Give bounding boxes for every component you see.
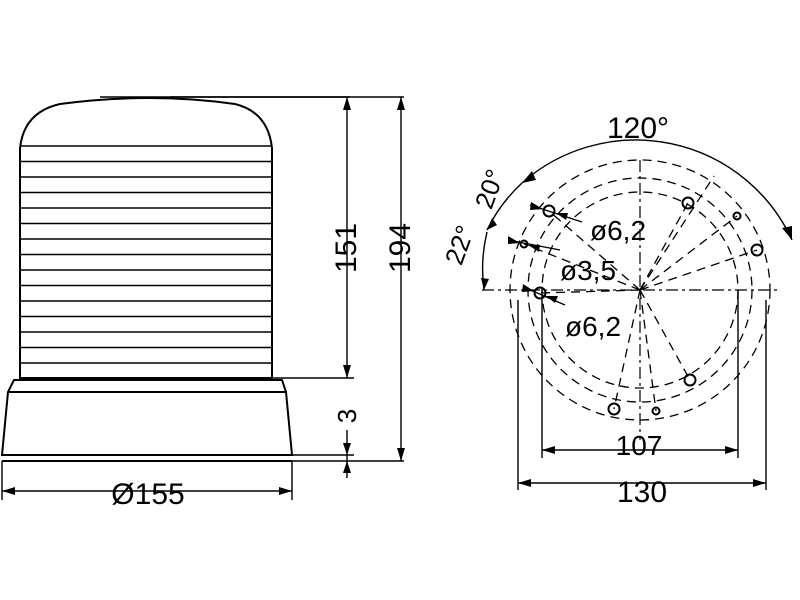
hole-large [681,196,695,210]
lens-dome-outline [19,97,273,379]
dim-label-155: Ø155 [111,478,184,511]
hole-label-6-2-top: ø6,2 [590,215,646,246]
dim-label-151: 151 [330,223,363,273]
hole-small [651,406,661,416]
angle-label-22: 22° [439,221,481,268]
arc-120 [521,139,793,241]
angle-label-120: 120° [607,112,669,145]
dim-label-107: 107 [616,430,663,461]
hole-large [607,402,621,416]
hole-label-3-5: ø3,5 [560,255,616,286]
hole-label-6-2-bottom: ø6,2 [565,311,621,342]
lens-ribs [20,145,272,364]
leader-hole-c [527,288,566,306]
hole-large [533,286,547,300]
hole-large [683,373,697,387]
radial-lines [523,175,758,412]
mounting-holes [519,196,764,416]
angle-label-20: 20° [469,165,511,212]
hole-large [750,243,764,257]
hole-small [732,211,742,221]
side-view: 151 194 3 Ø155 [0,96,417,511]
dim-label-3: 3 [332,409,362,423]
top-view: 120° 20° 22° ø6,2 ø3,5 ø6,2 107 [439,112,793,509]
dim-label-130: 130 [617,476,667,509]
dim-label-194: 194 [384,223,417,273]
hole-large [542,204,556,218]
